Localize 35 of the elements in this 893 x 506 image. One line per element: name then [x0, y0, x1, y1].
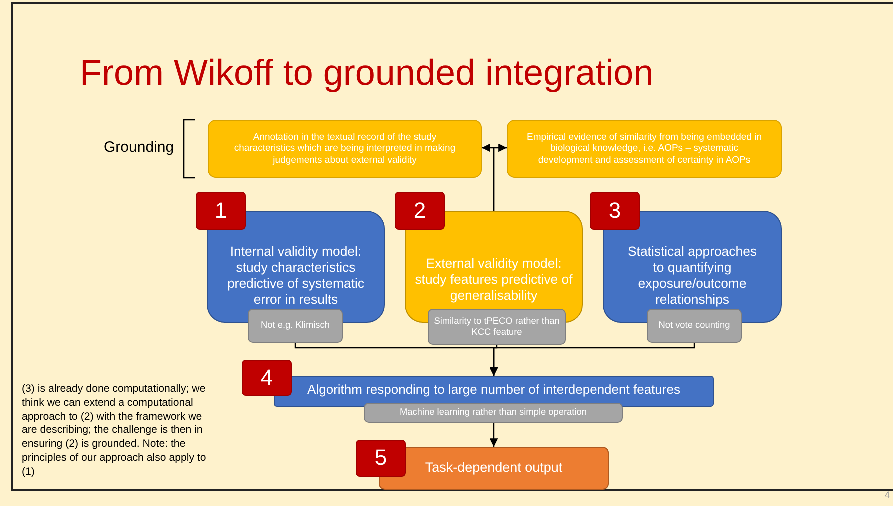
group-label: Grounding	[104, 139, 176, 157]
badge-number: 1	[214, 198, 228, 224]
box-text: External validity model: study features predictive of generalisability	[414, 256, 574, 304]
note-box	[364, 403, 623, 423]
note-box	[428, 309, 566, 345]
badge-number: 3	[608, 198, 622, 224]
box-text: Similarity to tPECO rather than KCC feature	[433, 316, 561, 338]
number-badge	[356, 440, 406, 477]
box-text: Machine learning rather than simple operation	[400, 407, 587, 419]
box-text: Annotation in the textual record of the study characteristics which are being interpreted in making judgements about external validity	[233, 132, 457, 166]
box-text: Internal validity model: study characteristics predictive of systematic error in results	[226, 244, 366, 308]
badge-number: 5	[374, 445, 388, 472]
box-text: Empirical evidence of similarity from being embedded in biological knowledge, i.e. AOPs – systematic development and assessment of certainty in AOPs	[526, 132, 763, 166]
note-box	[248, 309, 343, 343]
page-number: 4	[885, 490, 892, 501]
box-text: Task-dependent output	[425, 460, 563, 477]
arrow	[493, 144, 507, 211]
arrow	[490, 423, 498, 447]
grounding-box	[208, 120, 482, 178]
box-text: Algorithm responding to large number of interdependent features	[308, 382, 680, 398]
box-text: Not e.g. Klimisch	[261, 320, 330, 332]
slide-title: From Wikoff to grounded integration	[80, 52, 654, 94]
footnote-text: (3) is already done computationally; we think we can extend a computational approach to (2) with the framework we are describing; the challenge is then in ensuring (2) is grounded. Note: the principles of our approach also apply to (1)	[22, 383, 208, 480]
note-box	[647, 309, 742, 343]
number-badge	[590, 192, 640, 230]
box-text: Statistical approaches to quantifying exposure/outcome relationships	[626, 244, 758, 308]
algorithm-bar	[274, 376, 714, 407]
number-badge	[196, 192, 246, 230]
badge-number: 4	[260, 364, 274, 392]
number-badge	[395, 192, 445, 230]
arrow	[490, 343, 696, 376]
number-badge	[242, 360, 292, 396]
badge-number: 2	[414, 198, 426, 224]
box-text: Not vote counting	[658, 320, 730, 332]
grounding-box	[507, 120, 782, 178]
